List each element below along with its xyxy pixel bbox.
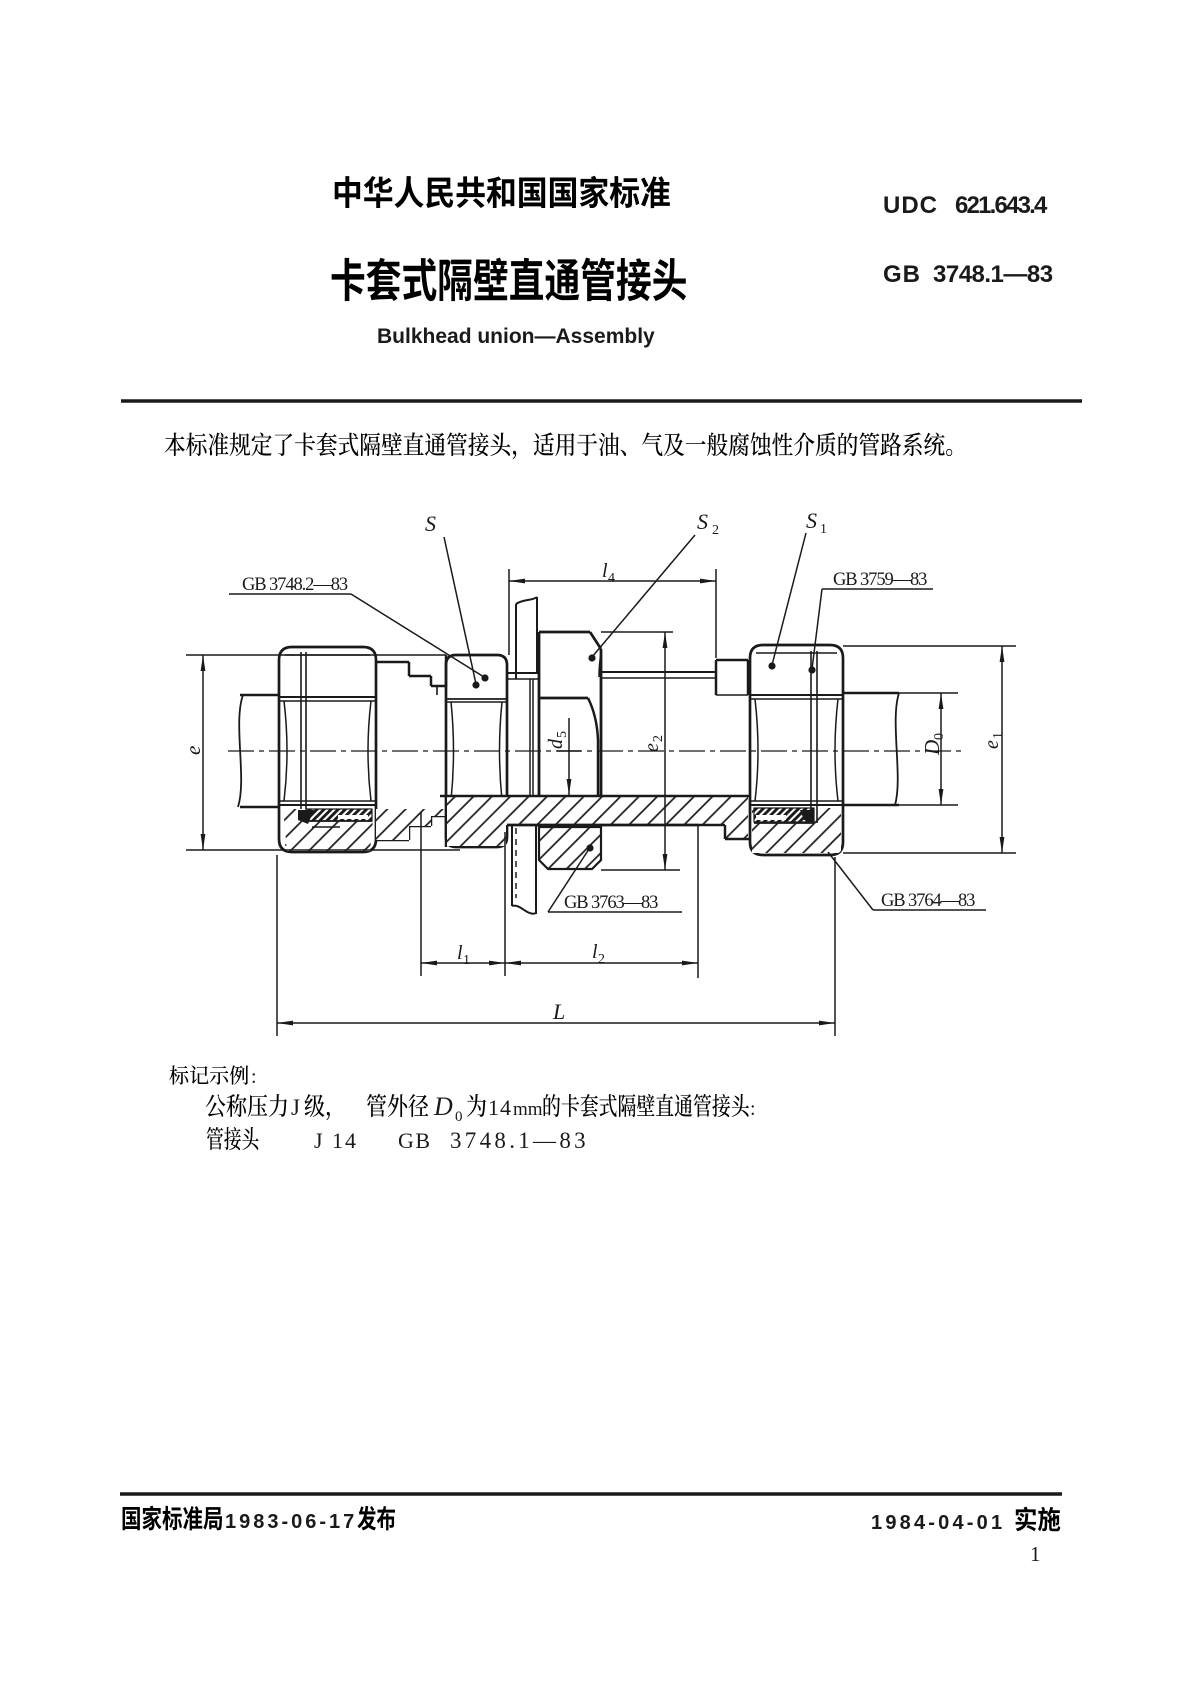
svg-text:e: e [181, 746, 205, 755]
svg-text:5: 5 [555, 731, 570, 738]
svg-text:4: 4 [608, 571, 615, 586]
svg-text::: : [750, 1098, 756, 1120]
svg-text:J: J [291, 1095, 300, 1120]
svg-text:e: e [641, 743, 663, 752]
svg-text:GB: GB [398, 1128, 432, 1153]
svg-text:14: 14 [488, 1095, 512, 1120]
svg-text:GB 3748.2—83: GB 3748.2—83 [242, 575, 348, 595]
svg-text:1: 1 [991, 732, 1006, 739]
svg-text:1: 1 [1030, 1542, 1041, 1566]
svg-text:l: l [457, 942, 463, 964]
svg-text:621.643.4: 621.643.4 [955, 192, 1048, 219]
svg-text:1: 1 [463, 953, 470, 968]
svg-text:0: 0 [932, 733, 947, 740]
svg-text:GB 3764—83: GB 3764—83 [881, 891, 975, 911]
svg-text:e: e [981, 740, 1003, 749]
svg-text:1984-04-01: 1984-04-01 [871, 1512, 1005, 1534]
svg-text:J 14: J 14 [314, 1128, 358, 1153]
svg-text:3748.1—83: 3748.1—83 [450, 1128, 589, 1153]
svg-text:mm: mm [513, 1099, 543, 1120]
svg-text:0: 0 [455, 1109, 463, 1125]
svg-text:L: L [552, 999, 565, 1024]
svg-text:1: 1 [820, 522, 827, 537]
svg-text:d: d [545, 738, 567, 749]
svg-text:2: 2 [598, 952, 605, 967]
svg-text:GB 3763—83: GB 3763—83 [564, 893, 658, 913]
svg-text::: : [251, 1066, 257, 1088]
svg-text:3748.1—83: 3748.1—83 [933, 261, 1053, 288]
svg-text:GB 3759—83: GB 3759—83 [833, 570, 927, 590]
svg-text:S: S [806, 508, 817, 533]
svg-text:D: D [920, 740, 944, 756]
svg-text:S: S [425, 511, 436, 536]
svg-text:GB: GB [883, 261, 921, 288]
svg-text:2: 2 [651, 735, 666, 742]
svg-text:1983-06-17: 1983-06-17 [225, 1511, 357, 1533]
svg-text:D: D [433, 1092, 453, 1121]
svg-text:S: S [697, 509, 708, 534]
svg-text:Bulkhead union—Assembly: Bulkhead union—Assembly [377, 325, 655, 348]
svg-text:l: l [592, 941, 598, 963]
svg-text:l: l [602, 560, 608, 582]
svg-text:2: 2 [712, 523, 719, 538]
svg-text:UDC: UDC [883, 192, 938, 219]
